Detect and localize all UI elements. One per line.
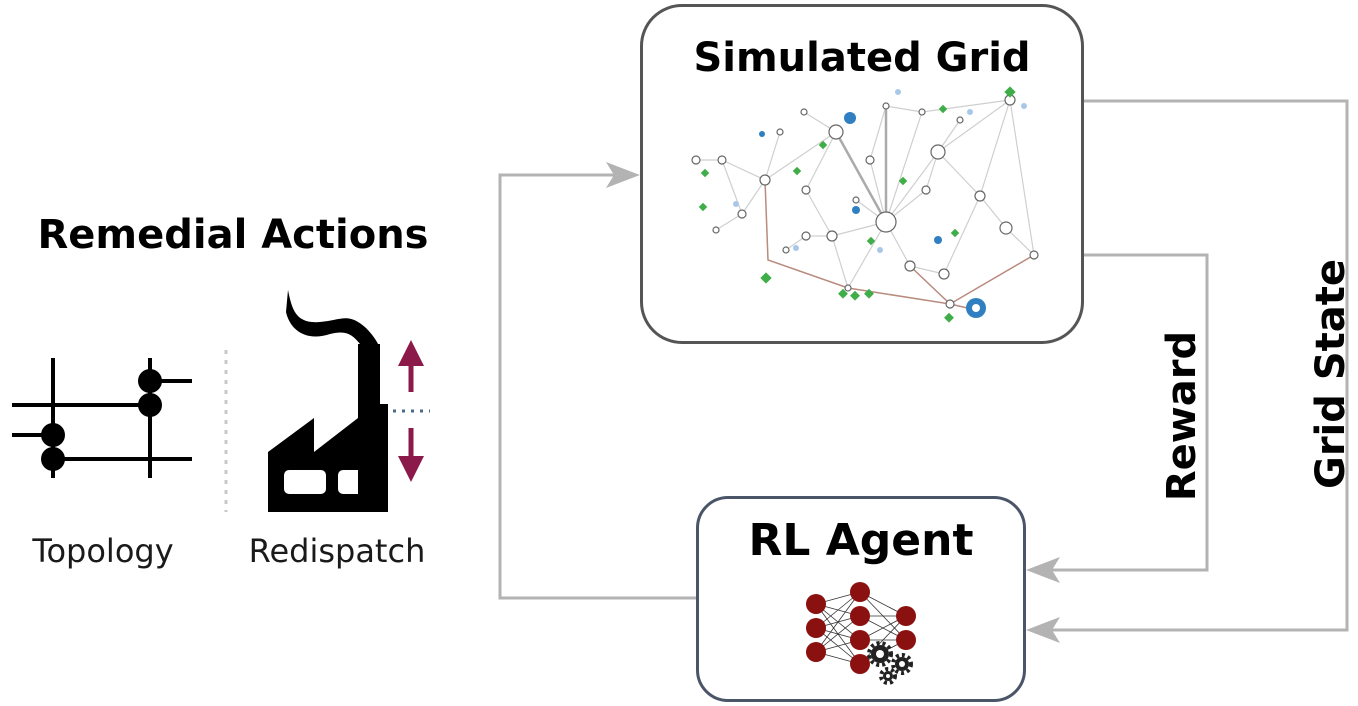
grid-state-label: Grid State bbox=[1308, 259, 1354, 489]
gridstate-arrow-line bbox=[1040, 99, 1349, 632]
simulated-grid-title: Simulated Grid bbox=[693, 35, 1031, 81]
simulated-grid-box: Simulated Grid bbox=[640, 4, 1084, 344]
action-arrowhead bbox=[606, 162, 640, 188]
reward-arrow-line bbox=[1040, 253, 1209, 572]
action-arrow-line bbox=[498, 173, 696, 600]
redispatch-label: Redispatch bbox=[248, 532, 426, 570]
gridstate-arrowhead bbox=[1026, 617, 1060, 643]
reward-arrowhead bbox=[1026, 557, 1060, 583]
reward-label: Reward bbox=[1159, 330, 1205, 502]
remedial-actions-title: Remedial Actions bbox=[37, 212, 429, 258]
topology-label: Topology bbox=[32, 532, 174, 570]
rl-agent-title: RL Agent bbox=[748, 515, 974, 566]
